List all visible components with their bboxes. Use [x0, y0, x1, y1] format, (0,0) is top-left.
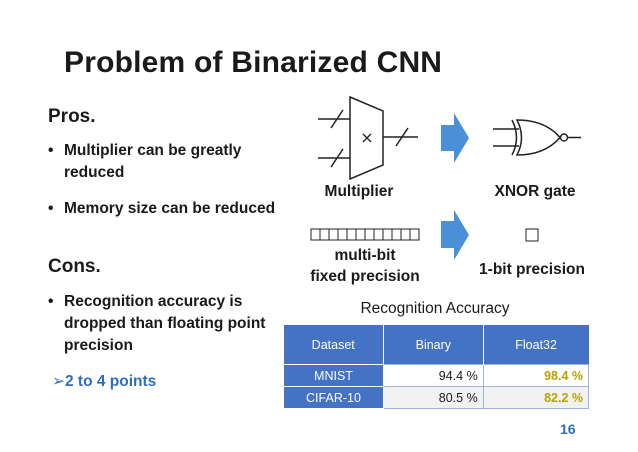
right-arrow-icon: [441, 210, 469, 260]
multi-bit-register-icon: [310, 228, 420, 241]
table-row: CIFAR-10 80.5 % 82.2 %: [283, 386, 590, 409]
accuracy-table: Dataset Binary Float32 MNIST 94.4 % 98.4…: [283, 325, 590, 409]
table-cell-dataset: CIFAR-10: [283, 386, 384, 409]
slide-title: Problem of Binarized CNN: [64, 46, 443, 79]
multibit-label-line1: multi-bit: [334, 247, 396, 264]
table-header-cell: Float32: [483, 325, 589, 365]
table-header-cell: Binary: [383, 325, 484, 365]
table-cell-binary: 94.4 %: [382, 364, 484, 387]
accuracy-caption: Recognition Accuracy: [360, 300, 510, 317]
cons-item-1: Recognition accuracy is dropped than flo…: [64, 293, 266, 354]
bullet-marker: •: [48, 293, 54, 310]
table-header-row: Dataset Binary Float32: [283, 325, 589, 365]
one-bit-cell-icon: [525, 228, 539, 242]
cons-heading: Cons.: [48, 256, 101, 277]
table-cell-float32: 98.4 %: [482, 364, 590, 387]
table-cell-binary: 80.5 %: [382, 386, 484, 409]
pros-item-2: Memory size can be reduced: [64, 200, 276, 217]
pros-bullet-2: • Memory size can be reduced: [48, 198, 280, 220]
multiply-sign: ×: [360, 128, 373, 147]
pros-item-1: Multiplier can be greatly reduced: [64, 142, 242, 181]
bullet-marker: •: [48, 142, 54, 159]
xnor-gate-icon: [493, 119, 581, 156]
xnor-label: XNOR gate: [494, 183, 576, 200]
multiplier-icon: [349, 95, 384, 181]
cons-bullet-1: • Recognition accuracy is dropped than f…: [48, 291, 280, 357]
pros-bullet-1: • Multiplier can be greatly reduced: [48, 140, 280, 184]
page-number: 16: [560, 421, 576, 437]
pros-heading: Pros.: [48, 106, 96, 127]
cons-subpoint: ➢2 to 4 points: [52, 373, 157, 390]
table-header-cell: Dataset: [283, 325, 384, 365]
table-cell-dataset: MNIST: [283, 364, 384, 387]
multiplier-label: Multiplier: [324, 183, 394, 200]
bullet-marker: •: [48, 200, 54, 217]
table-row: MNIST 94.4 % 98.4 %: [283, 364, 590, 387]
onebit-label: 1-bit precision: [479, 261, 585, 278]
multibit-label-line2: fixed precision: [310, 268, 420, 285]
table-cell-float32: 82.2 %: [482, 386, 590, 409]
right-arrow-icon: [441, 113, 469, 163]
